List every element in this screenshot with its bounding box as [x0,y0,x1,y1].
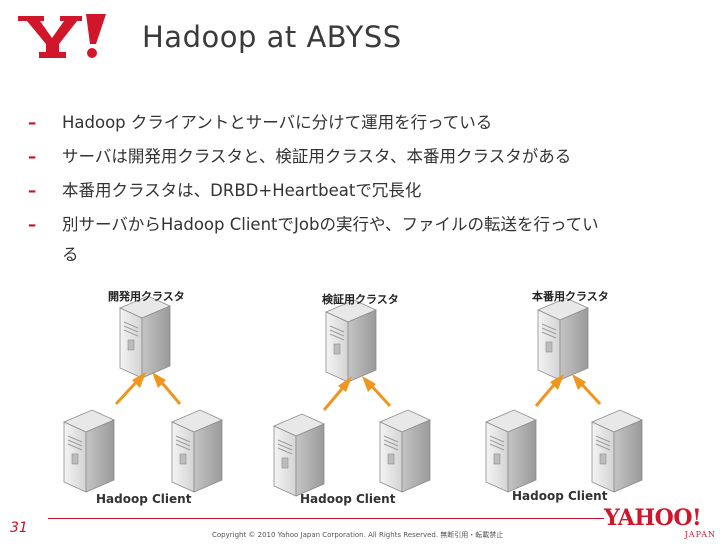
copyright-text: Copyright © 2010 Yahoo Japan Corporation… [212,531,504,539]
arrow-head-icon [362,376,376,392]
slide-title: Hadoop at ABYSS [142,20,402,54]
yahoo-y-logo-icon [18,14,106,58]
client-server-icon [591,409,643,493]
footer-divider [48,518,604,519]
bullet-text: 本番用クラスタは、DRBD+Heartbeatで冗長化 [62,181,422,200]
cluster-label-production: 本番用クラスタ [532,290,609,303]
yahoo-japan-logo: YAHOO! JAPAN [604,506,720,542]
yahoo-y-logo [14,10,114,62]
bullet-text: Hadoop クライアントとサーバに分けて運用を行っている [62,113,493,132]
cluster-staging [273,299,431,497]
arrow-head-icon [550,374,564,390]
client-server-icon [273,413,325,497]
cluster-production [485,297,643,493]
bullet-item: – Hadoop クライアントとサーバに分けて運用を行っている [28,106,718,140]
bullet-dash: – [28,113,37,132]
yahoo-logo-wordmark: YAHOO! [604,505,702,531]
bullet-dash: – [28,215,37,234]
bullet-text: 別サーバからHadoop ClientでJobの実行や、ファイルの転送を行ってい [62,215,599,234]
client-server-icon [63,409,115,493]
bullet-text: サーバは開発用クラスタと、検証用クラスタ、本番用クラスタがある [62,147,572,166]
server-icon [537,297,589,381]
yahoo-logo-japan: JAPAN [684,530,716,539]
bullet-dash: – [28,181,37,200]
bullet-item: – サーバは開発用クラスタと、検証用クラスタ、本番用クラスタがある [28,140,718,174]
client-server-icon [171,409,223,493]
bullet-text: る [62,245,79,264]
server-icon [119,295,171,379]
cluster-label-dev: 開発用クラスタ [108,290,185,303]
client-server-icon [379,409,431,493]
bullet-item: – 別サーバからHadoop ClientでJobの実行や、ファイルの転送を行っ… [28,208,718,242]
bullet-item: – 本番用クラスタは、DRBD+Heartbeatで冗長化 [28,174,718,208]
arrow-head-icon [132,372,146,388]
cluster-label-staging: 検証用クラスタ [322,293,399,306]
bullet-list: – Hadoop クライアントとサーバに分けて運用を行っている – サーバは開発… [28,106,718,272]
client-label-staging: Hadoop Client [300,492,396,506]
client-label-dev: Hadoop Client [96,492,192,506]
client-label-production: Hadoop Client [512,489,608,503]
server-icon [325,299,377,383]
bullet-dash: – [28,147,37,166]
client-server-icon [485,409,537,493]
cluster-dev [63,295,223,493]
arrow-head-icon [152,372,166,388]
arrow-head-icon [338,376,352,392]
arrow-head-icon [572,374,586,390]
bullet-item-continuation: る [28,238,718,272]
page-number: 31 [10,520,28,536]
